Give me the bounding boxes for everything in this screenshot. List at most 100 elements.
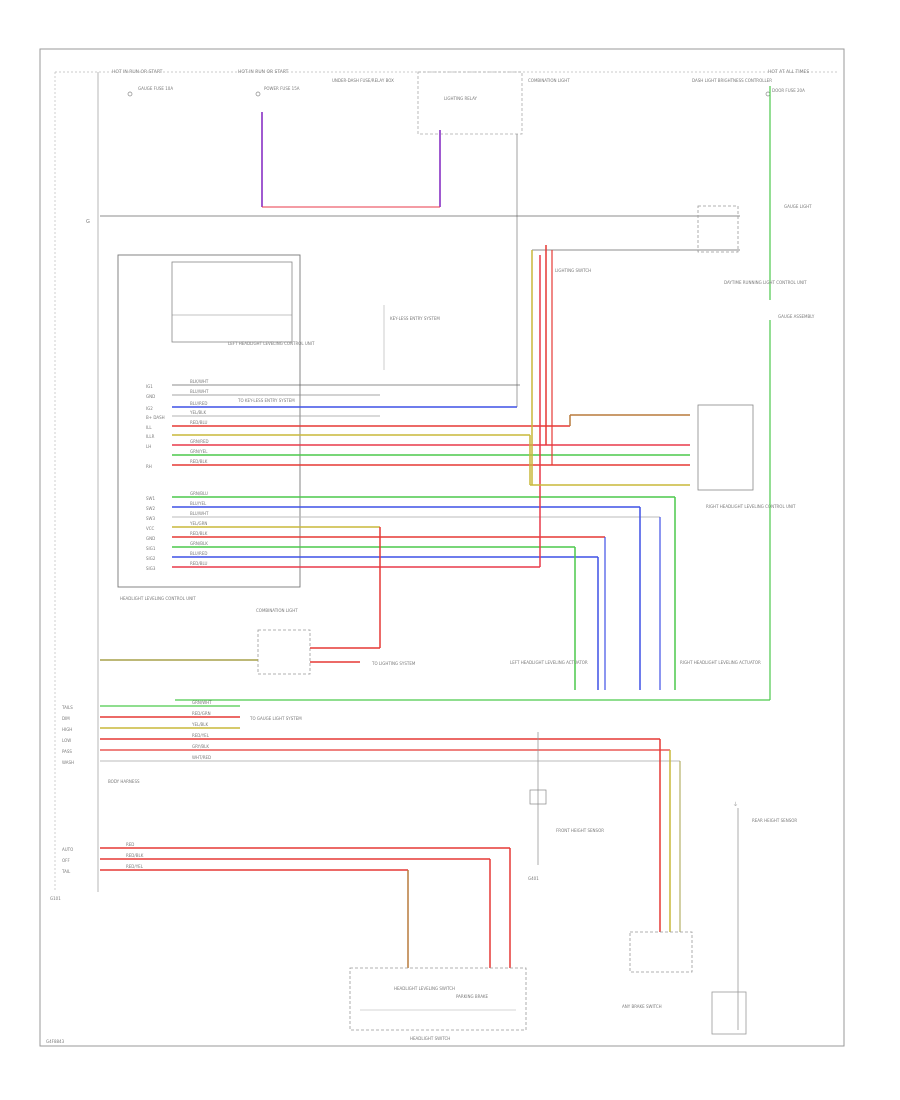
label-under-dash: UNDER-DASH FUSE/RELAY BOX [332,78,394,83]
wire-top-1: BLU/WHT [190,389,209,394]
label-main-unit: HEADLIGHT LEVELING CONTROL UNIT [120,596,196,601]
label-combination: COMBINATION LIGHT [528,78,570,83]
wire-mid-4: RED/BLK [190,531,208,536]
label-left-actuator: LEFT HEADLIGHT LEVELING ACTUATOR [510,660,588,665]
daytime-box [697,205,739,253]
label-fuse-b: POWER FUSE 15A [264,86,300,91]
wire-mid-2: BLU/WHT [190,511,209,516]
label-ground-cluster: GAUGE ASSEMBLY [778,314,815,319]
wire-mid-3: YEL/GRN [189,521,207,526]
label-gauge-light: GAUGE LIGHT [784,204,812,209]
pin-low-3: LOW [62,738,71,743]
pin-low-4: PASS [62,749,72,754]
pin-low-5: WASH [62,760,74,765]
wire-top-4: RED/BLU [190,420,208,425]
wire-low-1: RED/GRN [192,711,211,716]
label-parking: PARKING BRAKE [456,994,489,999]
wire-mid-5: GRN/BLK [190,541,208,546]
wires-top-group [172,384,690,466]
pin-top-4: ILL [146,425,152,430]
label-dash-light: DASH LIGHT BRIGHTNESS CONTROLLER [692,78,772,83]
label-rear-sensor: REAR HEIGHT SENSOR [752,818,797,823]
label-rh-control: RIGHT HEADLIGHT LEVELING CONTROL UNIT [706,504,796,509]
label-headlight-switch: HEADLIGHT SWITCH [410,1036,450,1041]
combination-box [257,629,311,675]
pin-bot-2: TAIL [61,869,71,874]
ground-box-right [711,991,747,1035]
pin-mid-7: SIG3 [146,566,156,571]
label-body-harness: BODY HARNESS [108,779,140,784]
note-to-lighting: TO LIGHTING SYSTEM [371,661,416,666]
wire-top-2: BLU/RED [190,401,207,406]
pin-top-3: B+ DASH [146,415,165,420]
pin-low-1: DIM [62,716,70,721]
label-circuit-g: G [86,219,90,225]
pin-mid-6: SIG2 [146,556,156,561]
pin-mid-0: SW1 [146,496,155,501]
pins-low: TAILS DIM HIGH LOW PASS WASH [61,705,74,765]
wire-top-5: GRN/RED [190,439,209,444]
wires-low-group [100,705,681,932]
wire-mid-7: RED/BLU [190,561,208,566]
label-g101: G101 [50,896,61,901]
label-headlight-leveling: HEADLIGHT LEVELING SWITCH [394,986,455,991]
label-lighting-relay: LIGHTING RELAY [444,96,478,101]
pins-mid: SW1 SW2 SW3 VCC GND SIG1 SIG2 SIG3 [146,496,156,571]
pin-bot-0: AUTO [62,847,73,852]
pin-mid-2: SW3 [146,516,155,521]
actuator-wires [574,497,676,690]
headlight-switch-box [349,967,527,1031]
wire-bot-0: RED [126,842,134,847]
wire-top-3: YEL/BLK [189,410,207,415]
vertical-trunks [529,245,690,567]
label-lh-control: LEFT HEADLIGHT LEVELING CONTROL UNIT [228,341,315,346]
label-key-switch: KEY-LESS ENTRY SYSTEM [390,316,440,321]
wire-labels-mid: GRN/BLU BLU/YEL BLU/WHT YEL/GRN RED/BLK … [189,491,209,566]
inner-module [171,261,293,343]
pin-top-1: GND [146,394,155,399]
sensor-box-bottom [629,931,693,973]
label-front-sensor: FRONT HEIGHT SENSOR [556,828,604,833]
pin-top-5: ILLR [146,434,155,439]
relay-box [417,71,523,135]
label-daytime-unit: DAYTIME RUNNING LIGHT CONTROL UNIT [724,280,807,285]
label-lighting-switch-box: LIGHTING SWITCH [555,268,591,273]
wire-mid-0: GRN/BLU [190,491,208,496]
wire-low-5: WHT/RED [192,755,211,760]
wire-low-3: RED/YEL [192,733,210,738]
main-unit-box [117,254,301,588]
pins-top: IG1 GND IG2 B+ DASH ILL ILLR LH RH [146,384,165,469]
footer-code: G4F8843 [46,1039,65,1044]
wires-bot-group [100,847,511,968]
wire-mid-1: BLU/YEL [190,501,207,506]
pin-top-2: IG2 [146,406,153,411]
rh-control-box [697,404,754,491]
wire-top-0: BLK/WHT [190,379,209,384]
connector-center [529,789,547,805]
label-hot-1: HOT IN RUN OR START [112,69,163,75]
pin-top-6: LH [146,444,151,449]
pin-mid-5: SIG1 [146,546,156,551]
ground-symbol-right: ⏚ [733,801,738,808]
wire-low-4: GRY/BLK [192,744,209,749]
pin-low-2: HIGH [62,727,72,732]
pin-top-0: IG1 [146,384,153,389]
wire-top-6: GRN/YEL [190,449,208,454]
pin-mid-1: SW2 [146,506,155,511]
pin-mid-4: GND [146,536,155,541]
diagram-frame [39,48,845,1047]
label-right-actuator: RIGHT HEADLIGHT LEVELING ACTUATOR [680,660,761,665]
note-to-key: TO KEY-LESS ENTRY SYSTEM [237,398,295,403]
label-any-brake: ANY BRAKE SWITCH [622,1004,662,1009]
label-fuse-a: GAUGE FUSE 10A [138,86,173,91]
fuse-a-symbol [127,91,133,97]
wire-bot-2: RED/YEL [126,864,144,869]
pins-bot: AUTO OFF TAIL [61,847,73,874]
wire-bot-1: RED/BLK [126,853,144,858]
wire-labels-low: GRN/WHT RED/GRN YEL/BLK RED/YEL GRY/BLK … [191,700,212,760]
label-dash-light-mid: COMBINATION LIGHT [256,608,298,613]
wire-low-0: GRN/WHT [192,700,212,705]
pin-top-7: RH [146,464,152,469]
note-to-dash: TO GAUGE LIGHT SYSTEM [249,716,302,721]
